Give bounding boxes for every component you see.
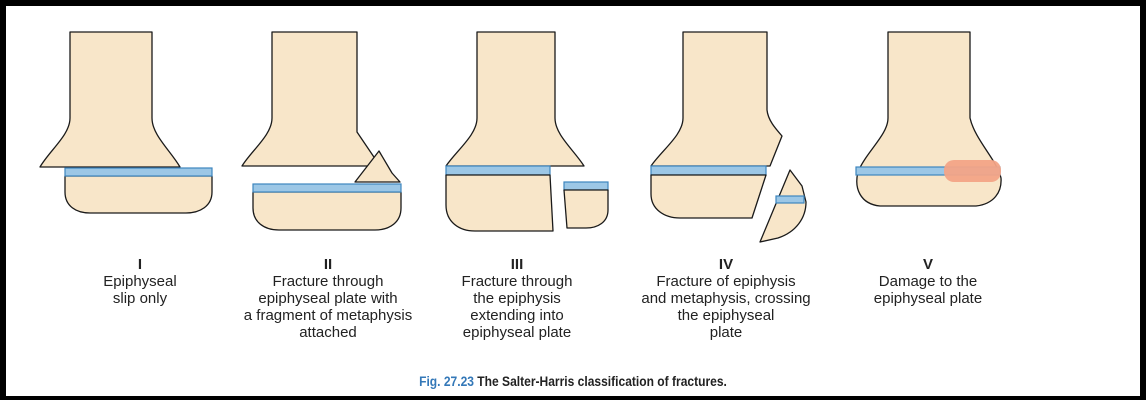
- figure-caption: Fig. 27.23 The Salter-Harris classificat…: [80, 373, 1066, 389]
- type-iv-numeral: IV: [620, 256, 832, 273]
- type-i-growth-plate: [65, 168, 212, 176]
- type-iv-growth-plate-fragment: [776, 196, 804, 203]
- type-v-description: Damage to the epiphyseal plate: [850, 273, 1006, 307]
- type-iii-description: Fracture through the epiphysis extending…: [436, 273, 598, 341]
- type-v-plate-damage: [944, 160, 1001, 182]
- type-iv-metaphysis: [651, 32, 782, 166]
- figure-number: Fig. 27.23: [419, 373, 474, 389]
- type-i-illustration: [40, 32, 212, 213]
- type-iii-illustration: [446, 32, 608, 231]
- type-i-numeral: I: [60, 256, 220, 273]
- type-i-description: Epiphyseal slip only: [60, 273, 220, 307]
- type-iv-description: Fracture of epiphysis and metaphysis, cr…: [620, 273, 832, 341]
- type-iii-epiphysis-fragment: [564, 190, 608, 228]
- type-iv-illustration: [651, 32, 806, 242]
- type-iii-epiphysis-main: [446, 175, 553, 231]
- type-ii-illustration: [242, 32, 401, 230]
- type-iii-metaphysis: [446, 32, 584, 166]
- type-iv-label: IV Fracture of epiphysis and metaphysis,…: [620, 256, 832, 341]
- type-iv-growth-plate-main: [651, 166, 766, 175]
- type-v-label: V Damage to the epiphyseal plate: [850, 256, 1006, 307]
- type-i-label: I Epiphyseal slip only: [60, 256, 220, 307]
- type-ii-growth-plate: [253, 184, 401, 192]
- type-ii-epiphysis: [253, 192, 401, 230]
- type-i-metaphysis: [40, 32, 180, 167]
- type-iii-numeral: III: [436, 256, 598, 273]
- type-iv-fracture-fragment: [760, 170, 806, 242]
- type-v-numeral: V: [850, 256, 1006, 273]
- figure-caption-text: The Salter-Harris classification of frac…: [477, 373, 727, 389]
- type-ii-label: II Fracture through epiphyseal plate wit…: [222, 256, 434, 341]
- type-iii-growth-plate-fragment: [564, 182, 608, 190]
- type-ii-metaphysis: [242, 32, 380, 166]
- type-i-epiphysis: [65, 176, 212, 213]
- type-iii-growth-plate-main: [446, 166, 550, 175]
- type-iv-epiphysis-main: [651, 175, 766, 218]
- type-ii-numeral: II: [222, 256, 434, 273]
- type-ii-description: Fracture through epiphyseal plate with a…: [222, 273, 434, 341]
- type-v-illustration: [856, 32, 1001, 206]
- type-iii-label: III Fracture through the epiphysis exten…: [436, 256, 598, 341]
